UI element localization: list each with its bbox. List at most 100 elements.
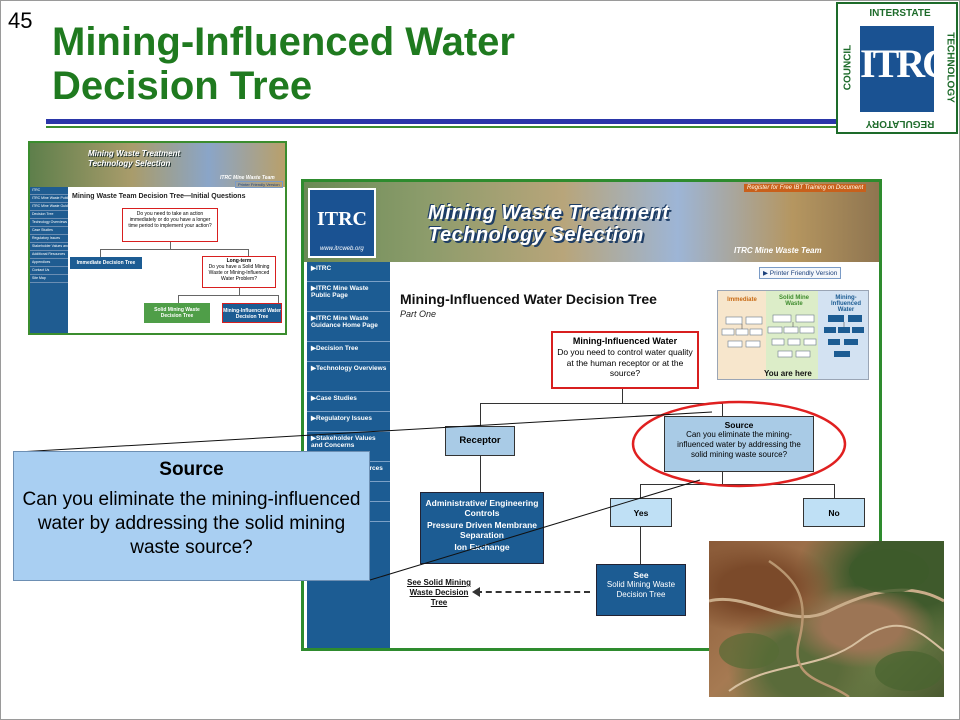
thumb-sidebar-item[interactable]: Contact Us xyxy=(30,267,68,275)
sidebar-item[interactable]: ▶Case Studies xyxy=(307,392,390,412)
tree-connector xyxy=(722,403,723,416)
logo-emblem: ITRC xyxy=(860,26,951,112)
minimap-you-are-here: You are here xyxy=(764,369,812,378)
tree-connector xyxy=(480,456,481,492)
thumb-sidebar-item[interactable]: Regulatory Issues xyxy=(30,235,68,243)
thumb-water-box[interactable]: Mining-Influenced Water Decision Tree xyxy=(222,303,282,323)
sidebar-item[interactable]: ▶ITRC Mine Waste Guidance Home Page xyxy=(307,312,390,342)
thumb-immediate-box[interactable]: Immediate Decision Tree xyxy=(70,257,142,269)
thumb-connector xyxy=(100,249,101,257)
title-rule-blue xyxy=(46,119,836,124)
photo-texture xyxy=(709,549,944,697)
tree-yes-node[interactable]: Yes xyxy=(610,498,672,527)
callout-body: Can you eliminate the mining-influenced … xyxy=(22,489,361,558)
tree-connector xyxy=(640,527,641,564)
logo-letters: ITRC xyxy=(860,41,951,86)
thumb-connector xyxy=(248,249,249,257)
tree-root-title: Mining-Influenced Water xyxy=(572,336,678,346)
thumb-connector xyxy=(178,295,278,296)
sidebar-item[interactable]: ▶Regulatory Issues xyxy=(307,412,390,432)
thumb-sidebar-item[interactable]: Additional Resources xyxy=(30,251,68,259)
logo-top-text: INTERSTATE xyxy=(869,8,931,19)
thumb-sidebar-item[interactable]: Site Map xyxy=(30,275,68,283)
sidebar-item[interactable]: ▶ITRC Mine Waste Public Page xyxy=(307,282,390,312)
tree-receptor-node[interactable]: Receptor xyxy=(445,426,515,456)
thumb-connector xyxy=(170,242,171,249)
tree-connector xyxy=(722,472,723,484)
thumb-sidebar-item[interactable]: Case Studies xyxy=(30,227,68,235)
tree-connector xyxy=(480,403,722,404)
thumb-sidebar-item[interactable]: Technology Overviews xyxy=(30,219,68,227)
thumb-long-term-box: Long-term Do you have a Solid Mining Was… xyxy=(202,256,276,288)
banner-url: www.itrcweb.org xyxy=(320,246,364,252)
tree-connector xyxy=(640,484,641,498)
tree-source-node[interactable]: Source Can you eliminate the mining-infl… xyxy=(664,416,814,472)
tree-root-node: Mining-Influenced Water Do you need to c… xyxy=(551,331,699,389)
tree-see-body: Solid Mining Waste Decision Tree xyxy=(606,580,676,599)
thumb-long-term-question: Do you have a Solid Mining Waste or Mini… xyxy=(208,264,270,282)
receptor-option[interactable]: Pressure Driven Membrane Separation xyxy=(426,520,538,540)
minimap-solid-label: Solid Mine Waste xyxy=(779,295,809,307)
sidebar-item[interactable]: ▶Decision Tree xyxy=(307,342,390,362)
tree-see-title: See xyxy=(633,570,649,580)
tree-connector xyxy=(622,389,623,403)
thumb-solid-waste-box[interactable]: Solid Mining Waste Decision Tree xyxy=(144,303,210,323)
tree-root-question: Do you need to control water quality at … xyxy=(557,347,693,378)
thumb-printer-friendly-link[interactable]: Printer Friendly Version xyxy=(235,181,283,188)
banner-itrc-logo[interactable]: ITRC xyxy=(308,188,376,258)
banner-title-line-1: Mining Waste Treatment xyxy=(428,202,670,224)
source-callout: Source Can you eliminate the mining-infl… xyxy=(13,451,370,581)
thumb-banner: Mining Waste Treatment Technology Select… xyxy=(30,143,285,187)
tree-no-node[interactable]: No xyxy=(803,498,865,527)
slide-title: Mining-Influenced Water Decision Tree xyxy=(52,20,515,108)
callout-title: Source xyxy=(159,459,224,480)
tree-connector xyxy=(640,484,834,485)
thumb-sidebar-item[interactable]: ITRC Mine Waste Guidance Home Page xyxy=(30,203,68,211)
sidebar-item[interactable]: ▶ITRC xyxy=(307,262,390,282)
tree-see-node[interactable]: See Solid Mining Waste Decision Tree xyxy=(596,564,686,616)
sidebar-item[interactable]: ▶Technology Overviews xyxy=(307,362,390,392)
thumb-connector xyxy=(239,288,240,295)
minimap-tree-graphic xyxy=(721,314,864,358)
minimap-solid-band xyxy=(766,291,818,379)
tree-connector xyxy=(480,403,481,426)
site-banner: Register for Free IBT Training on Docume… xyxy=(304,182,879,262)
minimap-immediate-label: Immediate xyxy=(727,297,757,303)
thumb-sidebar: ITRC ITRC Mine Waste Public Page ITRC Mi… xyxy=(30,187,68,333)
tree-connector xyxy=(834,484,835,498)
minimap-water-label: Mining-Influenced Water xyxy=(830,295,861,313)
banner-logo-letters: ITRC xyxy=(316,208,367,230)
banner-title-line-2: Technology Selection xyxy=(428,224,644,246)
thumb-banner-team: ITRC Mine Waste Team xyxy=(220,175,275,181)
logo-left-text: COUNCIL xyxy=(842,44,854,91)
mine-site-aerial-photo xyxy=(709,541,944,697)
thumb-sidebar-item[interactable]: Decision Tree xyxy=(30,211,68,219)
banner-team: ITRC Mine Waste Team xyxy=(734,246,822,255)
logo-bottom-text: REGULATORY xyxy=(865,118,935,129)
receptor-option[interactable]: Ion Exchange xyxy=(454,542,510,552)
title-line-1: Mining-Influenced Water xyxy=(52,20,515,64)
dashed-arrow xyxy=(476,591,590,593)
register-training-link[interactable]: Register for Free IBT Training on Docume… xyxy=(744,184,867,192)
printer-friendly-link[interactable]: ▶ Printer Friendly Version xyxy=(759,267,842,279)
minimap-water-band xyxy=(818,291,868,379)
see-solid-waste-link[interactable]: See Solid Mining Waste Decision Tree xyxy=(406,578,471,607)
tree-minimap: Immediate Solid Mine Waste Mining-Influe… xyxy=(717,290,869,380)
thumb-question-box: Do you need to take an action immediatel… xyxy=(122,208,218,242)
thumb-long-term-title: Long-term xyxy=(226,258,252,264)
thumb-sidebar-item[interactable]: ITRC xyxy=(30,187,68,195)
receptor-option[interactable]: Administrative/ Engineering Controls xyxy=(425,498,539,518)
title-rule-green xyxy=(46,126,836,128)
page-subheading: Part One xyxy=(400,309,437,319)
thumb-sidebar-item[interactable]: ITRC Mine Waste Public Page xyxy=(30,195,68,203)
thumb-connector xyxy=(178,295,179,303)
thumb-sidebar-item[interactable]: Stakeholder Values and Concerns xyxy=(30,243,68,251)
banner-title: Mining Waste Treatment Technology Select… xyxy=(428,202,669,246)
thumb-sidebar-item[interactable]: Appendices xyxy=(30,259,68,267)
slide-number: 45 xyxy=(8,8,33,33)
thumb-connector xyxy=(100,249,248,250)
tree-source-title: Source xyxy=(724,420,754,430)
thumb-connector xyxy=(278,295,279,303)
page-heading: Mining-Influenced Water Decision Tree xyxy=(400,291,657,307)
initial-questions-thumbnail: Mining Waste Treatment Technology Select… xyxy=(28,141,287,335)
